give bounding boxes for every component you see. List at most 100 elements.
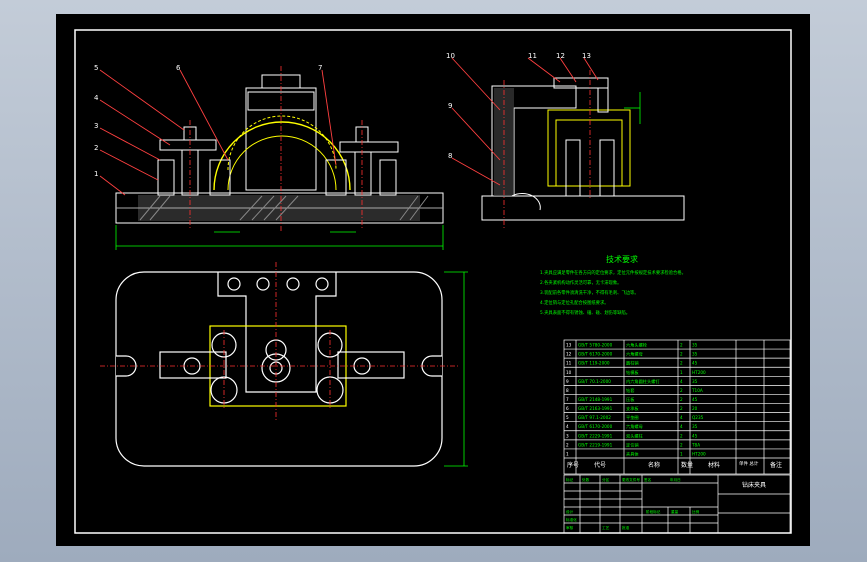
bom-cell-qty: 2 (680, 442, 683, 447)
bom-cell-material: HT200 (692, 370, 706, 375)
bom-cell-material: 35 (692, 424, 698, 429)
title-block-label: 分区 (602, 477, 610, 482)
title-block-label: 处数 (582, 477, 590, 482)
bom-cell-qty: 1 (680, 370, 683, 375)
title-block-label: 比例 (692, 509, 700, 514)
bom-header-qty: 数量 (681, 461, 693, 469)
bom-cell-name: 钻套 (626, 387, 635, 394)
bom-cell-no: 10 (566, 370, 572, 375)
bom-cell-name: 压板 (626, 396, 635, 403)
technical-requirements: 技术要求 1.夹具应满足零件在各方向的定位要求，定位元件按规定技术要求检验合格。… (540, 254, 686, 316)
bom-cell-code: GB/T 2148-1991 (578, 397, 613, 402)
bom-cell-code: GB/T 6170-2000 (578, 352, 613, 357)
bom-cell-name: 定位销 (626, 441, 639, 448)
bom-cell-qty: 4 (680, 415, 683, 420)
bom-cell-qty: 4 (680, 379, 683, 384)
bom-cell-code: GB/T 2163-1991 (578, 406, 613, 411)
bom-cell-no: 7 (566, 397, 569, 402)
bom-cell-material: 35 (692, 343, 698, 348)
bom-cell-qty: 2 (680, 406, 683, 411)
bom-cell-material: 45 (692, 397, 698, 402)
bom-cell-code: GB/T 97.1-2002 (578, 415, 611, 420)
bom-cell-code: GB/T 2219-1991 (578, 442, 613, 447)
bom-cell-no: 9 (566, 379, 569, 384)
balloon: 9 (448, 102, 452, 110)
bom-header-no: 序号 (567, 461, 579, 469)
bom-cell-material: T8A (691, 442, 700, 447)
balloon: 5 (94, 64, 98, 72)
bom-cell-code: GB/T 6170-2000 (578, 424, 613, 429)
title-block-label: 签名 (644, 477, 652, 482)
bom-cell-name: 圆柱销 (626, 360, 639, 367)
balloon: 4 (94, 94, 99, 102)
bom-cell-no: 11 (566, 361, 572, 366)
tech-req-line: 4.定位销与定位孔配合按图纸要求。 (540, 299, 609, 306)
bom-cell-code: GB/T 2229-1991 (578, 433, 613, 438)
balloon: 7 (318, 64, 322, 72)
bom-cell-no: 12 (566, 352, 572, 357)
front-view (99, 66, 444, 250)
drawing-name: 钻床夹具 (742, 481, 766, 489)
side-view (451, 57, 685, 230)
bom-cell-material: 45 (692, 361, 698, 366)
title-block-label: 更改文件号 (622, 477, 640, 482)
bom-cell-qty: 1 (680, 451, 683, 456)
title-block-label: 重量 (671, 509, 679, 514)
bom-cell-code: GB/T 5780-2000 (578, 343, 613, 348)
bom-cell-qty: 2 (680, 343, 683, 348)
tech-req-line: 2.各夹紧机构动作灵活可靠，无卡滞现象。 (540, 279, 621, 286)
title-block-label: 审核 (566, 525, 574, 530)
bom-cell-name: 双头螺柱 (626, 432, 644, 439)
bom-header-material: 材料 (708, 461, 720, 469)
bom-cell-no: 6 (566, 406, 569, 411)
title-block (563, 474, 791, 534)
bom-header-weight: 单件 总计 (739, 460, 759, 467)
bom-cell-qty: 2 (680, 397, 683, 402)
balloons-right: 10 9 8 11 12 13 (446, 52, 591, 160)
bom-cell-qty: 2 (680, 388, 683, 393)
bom-cell-no: 2 (566, 442, 569, 447)
bom-header: 序号 代号 名称 数量 材料 单件 总计 备注 (567, 460, 782, 469)
bom-cell-name: 支承板 (626, 405, 639, 412)
bom-cell-material: 35 (692, 379, 698, 384)
title-block-label: 标记 (566, 477, 574, 482)
title-block-label: 阶段标记 (646, 509, 661, 514)
top-view (100, 262, 468, 467)
balloon: 2 (94, 144, 98, 152)
bom-cell-no: 4 (566, 424, 569, 429)
bom-cell-qty: 2 (680, 361, 683, 366)
bom-cell-name: 钻模板 (626, 369, 639, 376)
tech-req-line: 5.夹具表面不得有锈蚀、磕、碰、划伤等缺陷。 (540, 309, 630, 316)
bom-cell-name: 六角螺母 (626, 423, 643, 430)
bom-cell-code: GB/T 119-2000 (578, 361, 610, 366)
bom-cell-qty: 4 (680, 424, 683, 429)
balloon: 8 (448, 152, 452, 160)
bom-cell-no: 3 (566, 433, 569, 438)
title-block-label: 标准化 (566, 517, 577, 522)
bom-cell-name: 六角螺母 (626, 351, 643, 358)
tech-req-line: 3.装配前各零件须清洗干净，不得有毛刺、飞边等。 (540, 289, 639, 296)
balloon: 11 (528, 52, 537, 60)
title-block-label: 工艺 (602, 525, 610, 530)
title-block-label: 批准 (622, 525, 630, 530)
bom-cell-qty: 2 (680, 433, 683, 438)
bom-cell-no: 5 (566, 415, 569, 420)
bom-header-name: 名称 (648, 461, 660, 469)
tech-req-line: 1.夹具应满足零件在各方向的定位要求，定位元件按规定技术要求检验合格。 (540, 269, 686, 276)
bom-header-note: 备注 (770, 461, 782, 469)
title-block-label: 设计 (566, 509, 574, 514)
bom-cell-no: 13 (566, 343, 572, 348)
balloon: 12 (556, 52, 565, 60)
bom-cell-material: 45 (692, 433, 698, 438)
bom-cell-material: 20 (692, 406, 698, 411)
bom-cell-no: 1 (566, 451, 569, 456)
balloon: 13 (582, 52, 591, 60)
balloon: 3 (94, 122, 98, 130)
balloon: 1 (94, 170, 98, 178)
balloon: 10 (446, 52, 455, 60)
bom-cell-material: T10A (691, 388, 703, 393)
bom-cell-no: 8 (566, 388, 569, 393)
